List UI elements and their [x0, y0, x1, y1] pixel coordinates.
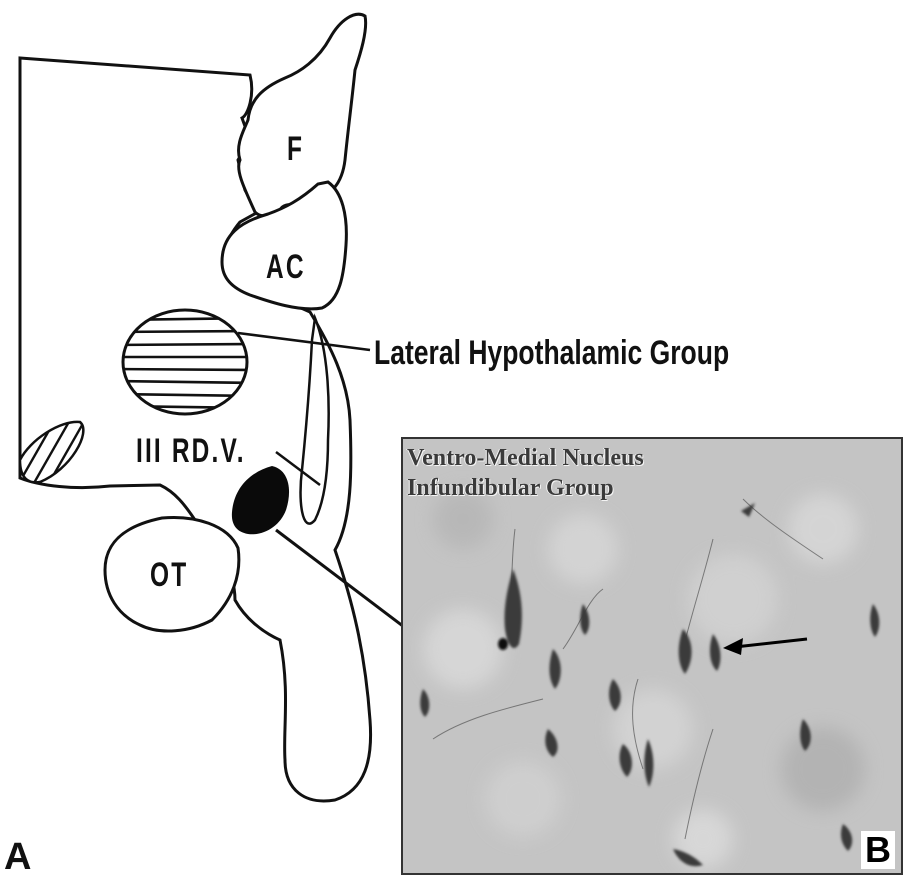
micrograph-title-line2: Infundibular Group: [407, 475, 614, 502]
optic-tract-label: OT: [150, 556, 188, 595]
micrograph-title-line1: Ventro-Medial Nucleus: [407, 445, 644, 472]
callout-line: [238, 333, 370, 350]
panel-b-letter: B: [861, 831, 895, 869]
lateral-hypothalamic-callout: Lateral Hypothalamic Group: [374, 334, 729, 373]
lateral-hypothalamic-area: [123, 310, 247, 414]
micrograph-texture: [403, 439, 903, 875]
fornix-region: [239, 14, 366, 216]
third-ventricle-label: III RD.V.: [136, 432, 246, 471]
fornix-label: F: [287, 130, 304, 169]
micrograph-panel: Ventro-Medial Nucleus Infundibular Group…: [401, 437, 903, 875]
ventromedial-nucleus: [232, 466, 289, 534]
column-region: [301, 318, 329, 524]
anterior-commissure-label: AC: [266, 248, 306, 287]
panel-a-letter: A: [4, 836, 31, 879]
